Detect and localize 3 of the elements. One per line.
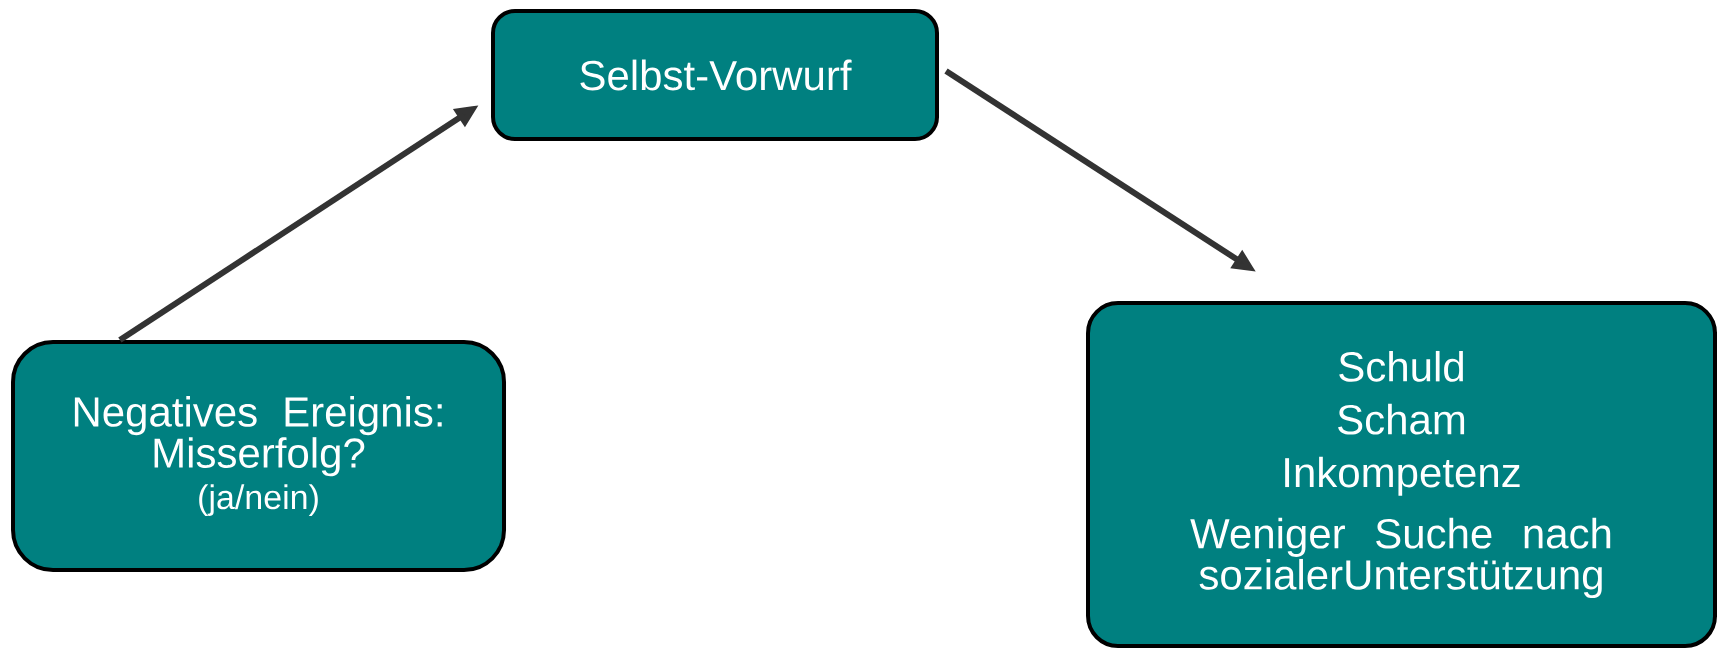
process-box: Schuld Scham Inkompetenz Weniger Suche nach sozialerUnterstützung bbox=[1086, 301, 1717, 648]
process-box: Selbst-Vorwurf bbox=[491, 9, 939, 141]
process-box: Negatives Ereignis: Misserfolg? (ja/nein) bbox=[11, 340, 506, 572]
